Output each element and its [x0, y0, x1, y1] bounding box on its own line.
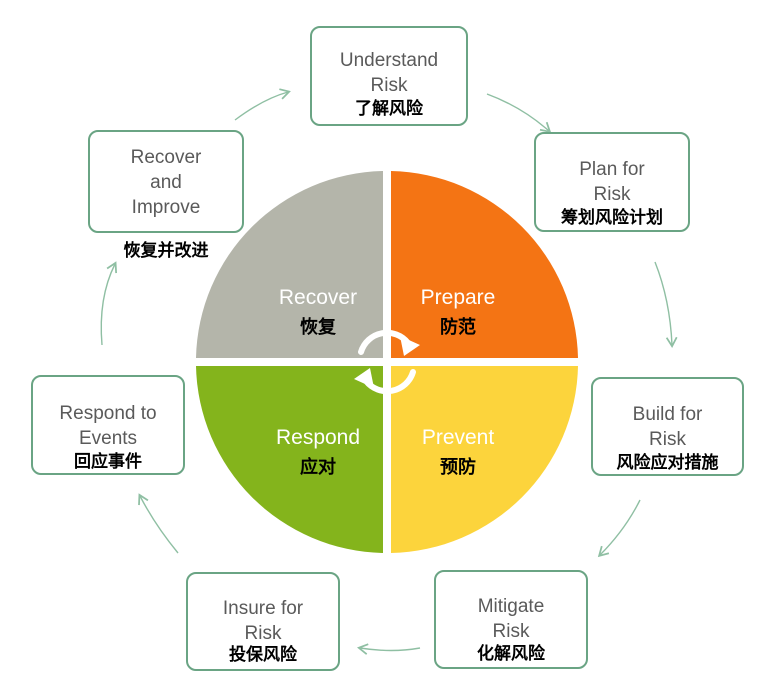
arrow-build-to-mitigate [597, 499, 641, 558]
step-understand-risk: Understand Risk 了解风险 [310, 26, 468, 126]
step-understand-zh: 了解风险 [355, 99, 423, 119]
quadrant-recover-zh: 恢复 [300, 317, 336, 338]
quadrant-respond-zh: 应对 [300, 457, 336, 478]
step-mitigate-en: Mitigate Risk [477, 596, 545, 642]
quadrant-prevent-zh: 预防 [440, 457, 476, 478]
step-recover-and-improve: Recover and Improve [88, 130, 244, 233]
quadrant-recover [196, 171, 383, 358]
quadrant-prepare [391, 171, 578, 358]
quadrant-label-prepare: Prepare 防范 [388, 285, 528, 341]
step-insure-for-risk: Insure for Risk 投保风险 [186, 572, 340, 671]
cycle-arrows [100, 88, 678, 655]
step-plan-en: Plan for Risk [579, 159, 645, 205]
quadrant-prepare-en: Prepare [420, 286, 496, 309]
circular-arrows-icon [354, 329, 420, 395]
arrow-respond-to-recover [100, 261, 118, 346]
arrow-understand-to-plan [486, 93, 552, 134]
arrow-plan-to-build [654, 261, 678, 349]
quadrant-prevent-en: Prevent [421, 426, 495, 449]
step-build-zh: 风险应对措施 [616, 453, 719, 473]
quadrant-label-prevent: Prevent 预防 [388, 425, 528, 481]
step-build-en: Build for Risk [632, 404, 703, 450]
arrow-mitigate-to-insure [356, 643, 421, 655]
step-build-for-risk: Build for Risk 风险应对措施 [591, 377, 744, 476]
step-respond-to-events: Respond to Events 回应事件 [31, 375, 185, 475]
step-respond-en: Respond to Events [59, 403, 157, 449]
step-mitigate-zh: 化解风险 [477, 644, 545, 664]
quadrant-label-recover: Recover 恢复 [248, 285, 388, 341]
step-recover-improve-en: Recover and Improve [130, 147, 202, 218]
step-understand-en: Understand Risk [339, 50, 439, 96]
step-mitigate-risk: Mitigate Risk 化解风险 [434, 570, 588, 669]
step-recover-improve-zh: 恢复并改进 [123, 241, 209, 261]
arrow-insure-to-respond [138, 493, 179, 554]
quadrant-label-respond: Respond 应对 [248, 425, 388, 481]
step-plan-for-risk: Plan for Risk 筹划风险计划 [534, 132, 690, 232]
step-insure-zh: 投保风险 [229, 645, 297, 665]
step-plan-zh: 筹划风险计划 [561, 208, 663, 228]
quadrant-respond-en: Respond [275, 426, 361, 449]
quadrant-prepare-zh: 防范 [440, 317, 476, 338]
quadrant-recover-en: Recover [278, 286, 358, 309]
step-insure-en: Insure for Risk [222, 598, 304, 644]
quadrant-respond [196, 366, 383, 553]
arrow-recover-to-understand [234, 88, 291, 121]
quadrant-prevent [391, 366, 578, 553]
step-respond-zh: 回应事件 [74, 452, 142, 472]
